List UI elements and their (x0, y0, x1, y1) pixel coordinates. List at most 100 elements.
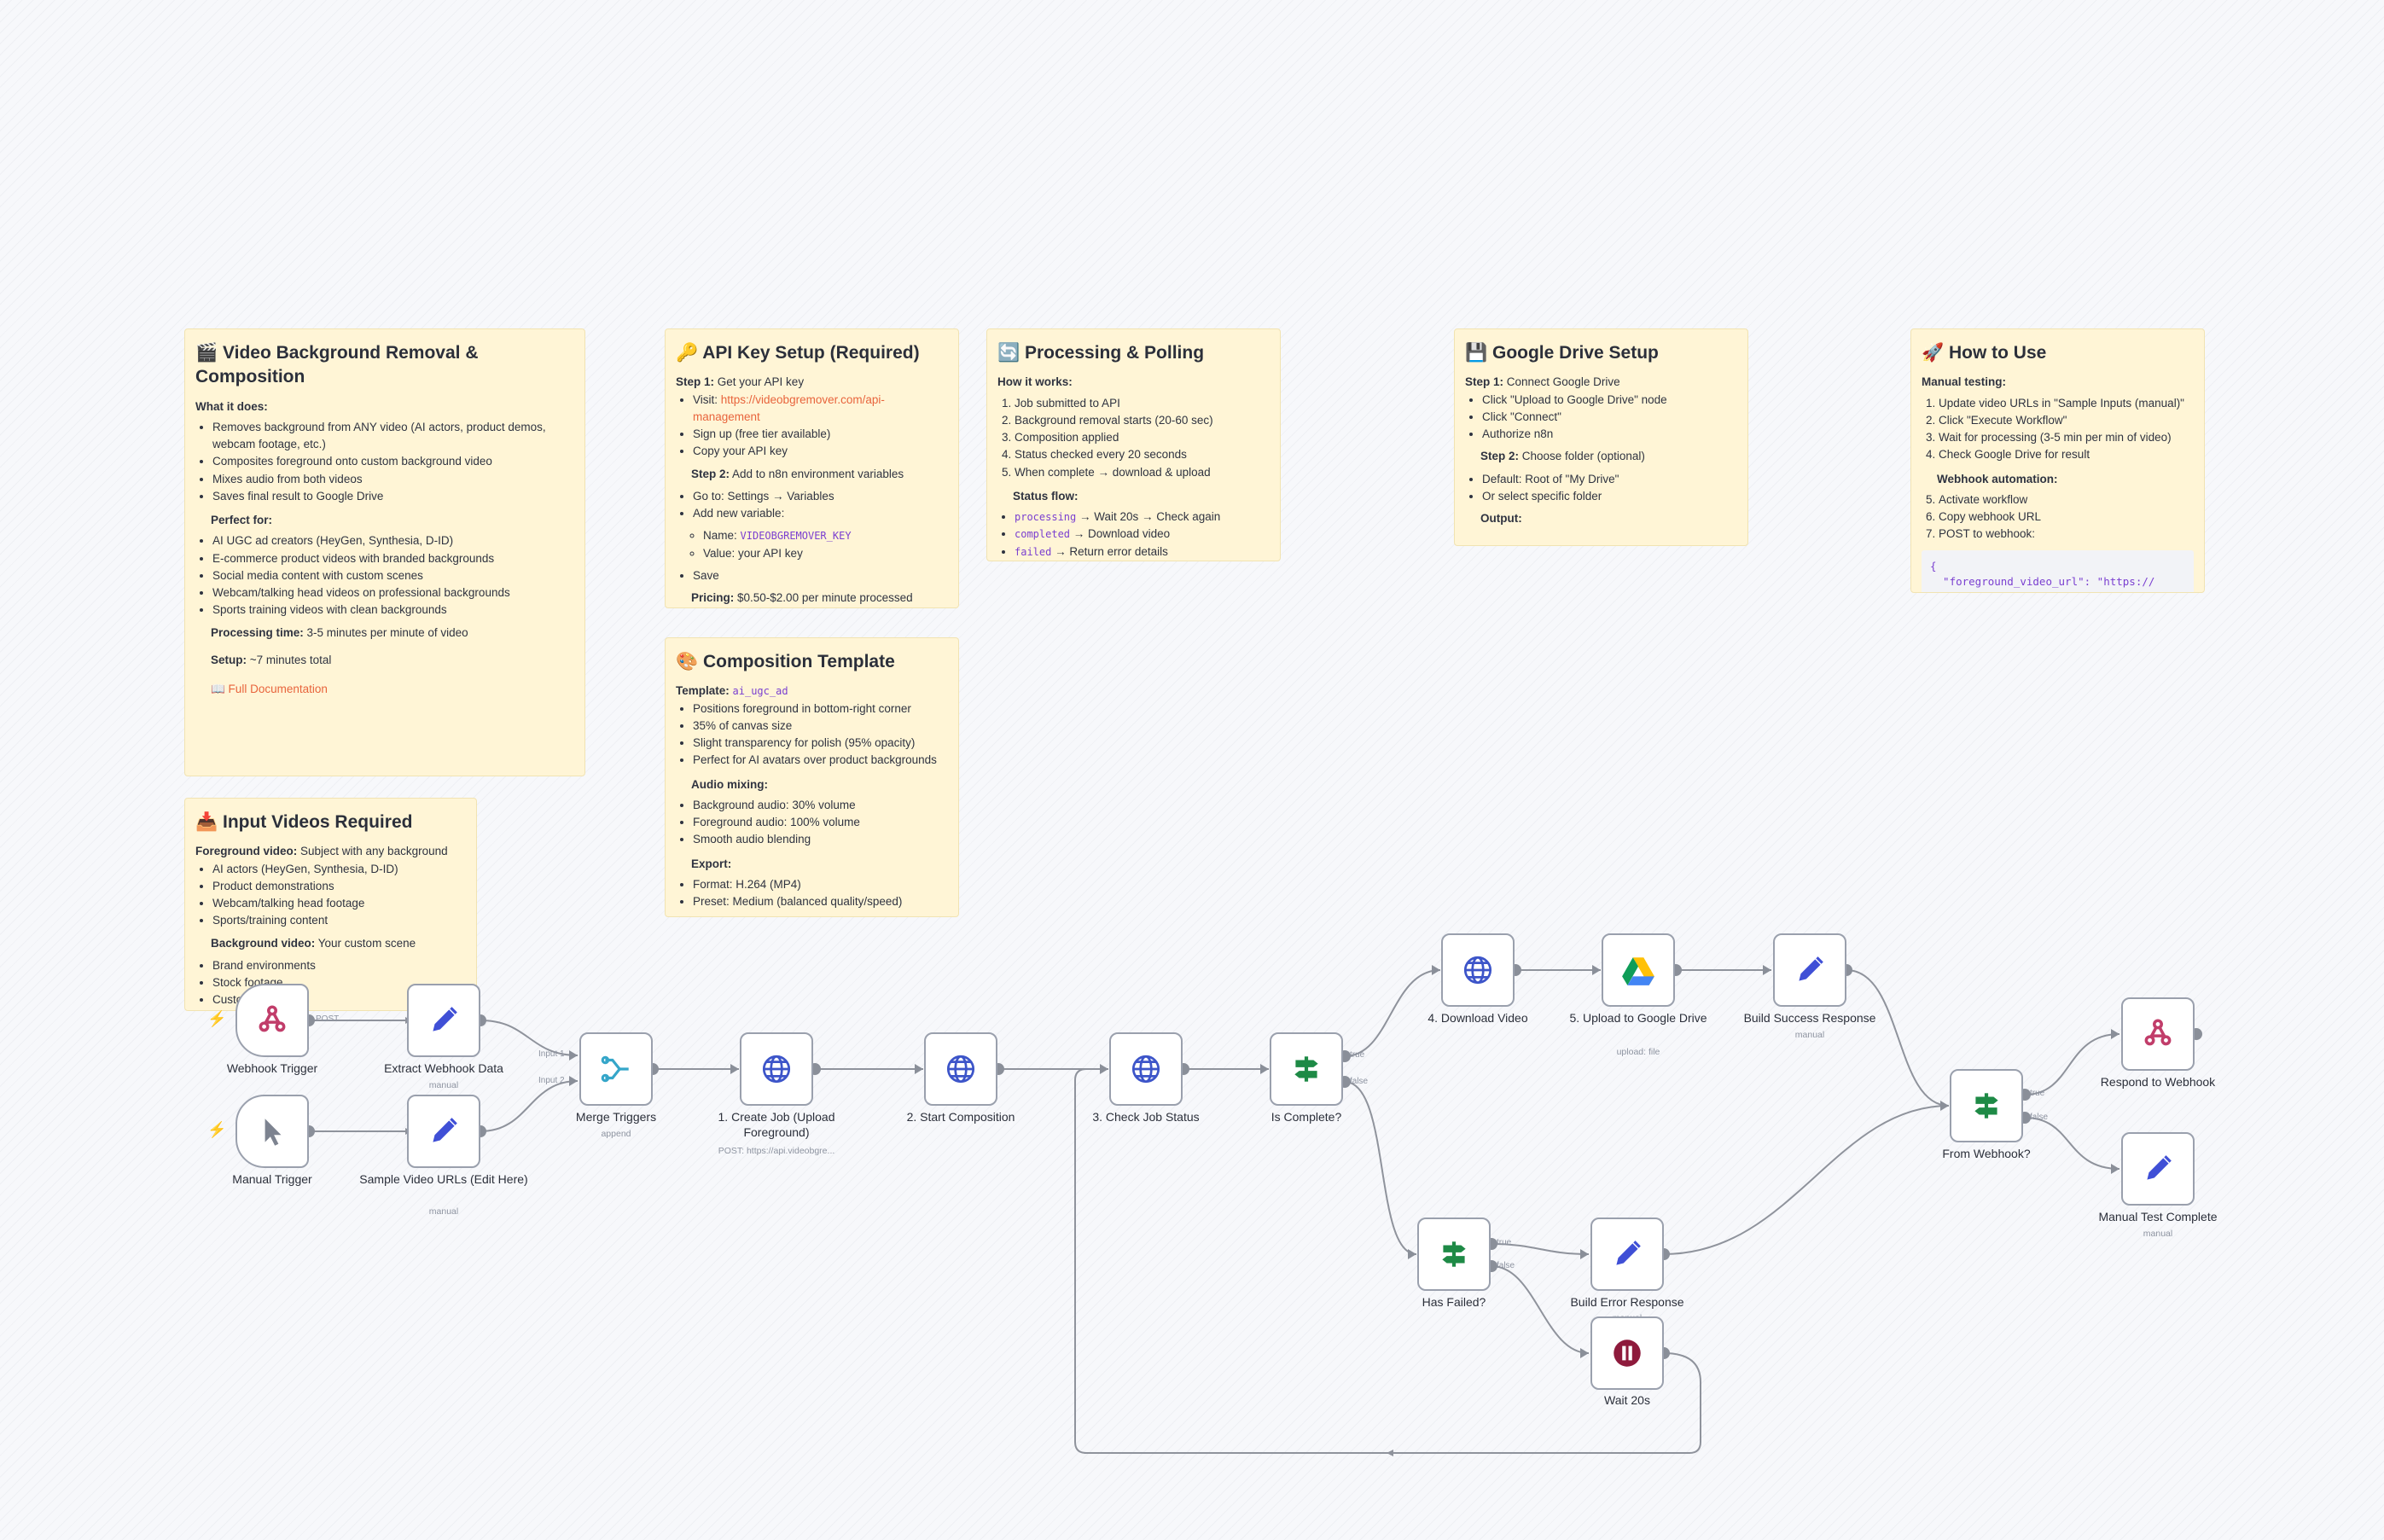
input-handle[interactable] (1580, 1348, 1589, 1358)
node-subtitle: POST: https://api.videobgre... (718, 1146, 835, 1156)
node-has-failed[interactable] (1417, 1217, 1491, 1291)
port-label: false (2030, 1113, 2049, 1122)
node-label: Webhook Trigger (226, 1061, 318, 1075)
foreground-list: AI actors (HeyGen, Synthesia, D-ID) Prod… (195, 861, 466, 930)
node-subtitle: append (601, 1129, 631, 1139)
list-item: Webcam/talking head footage (212, 895, 466, 912)
list-item: Add new variable: (693, 505, 948, 522)
input-handle[interactable] (2111, 1164, 2119, 1174)
node-subtitle: manual (1794, 1030, 1825, 1040)
node-label: From Webhook? (1942, 1147, 2031, 1160)
list-item: Saves final result to Google Drive (212, 488, 574, 505)
list-item: Copy your API key (693, 443, 948, 460)
api-management-link[interactable]: https://videobgremover.com/api-managemen… (693, 392, 885, 423)
node-manual-test-complete[interactable] (2121, 1132, 2195, 1206)
list-item: Webcam/talking head videos on profession… (212, 584, 574, 601)
list-item: Background audio: 30% volume (693, 797, 948, 814)
list-item: When complete → download & upload (1015, 464, 1270, 481)
node-extract-webhook-data[interactable] (407, 984, 480, 1057)
list-item: Positions foreground in bottom-right cor… (693, 700, 948, 718)
list-item: Status checked every 20 seconds (1015, 446, 1270, 463)
input-handle[interactable] (1592, 965, 1601, 975)
globe-icon (762, 1055, 791, 1084)
node-download-video[interactable] (1441, 933, 1515, 1007)
node-merge-triggers[interactable] (579, 1032, 653, 1106)
input-handle[interactable] (569, 1050, 578, 1061)
wire-true-download (1344, 969, 1441, 1057)
how-list: Job submitted to API Background removal … (997, 395, 1270, 481)
node-create-job[interactable] (740, 1032, 813, 1106)
template-list: Positions foreground in bottom-right cor… (676, 700, 948, 770)
node-label: 2. Start Composition (906, 1110, 1015, 1124)
list-item: Brand environments (212, 957, 466, 974)
trigger-bolt-icon: ⚡ (207, 1010, 227, 1027)
pause-icon (1614, 1340, 1641, 1367)
wire-sample-merge (480, 1080, 579, 1132)
node-sample-video-urls[interactable] (407, 1095, 480, 1168)
input-handle[interactable] (569, 1076, 578, 1086)
list-item: Composites foreground onto custom backgr… (212, 453, 574, 470)
input-handle[interactable] (1432, 965, 1440, 975)
note-how-to-use[interactable]: 🚀 How to Use Manual testing: Update vide… (1910, 328, 2205, 593)
step2: Step 2: Choose folder (optional) (1480, 450, 1645, 463)
step2-list: Go to: Settings → Variables Add new vari… (676, 488, 948, 523)
port-label: false (1497, 1261, 1515, 1270)
node-build-error-response[interactable] (1590, 1217, 1664, 1291)
input-handle[interactable] (2111, 1029, 2119, 1039)
node-check-job-status[interactable] (1109, 1032, 1183, 1106)
note-api-key[interactable]: 🔑 API Key Setup (Required) Step 1: Get y… (665, 328, 959, 608)
pencil-icon (1616, 1241, 1641, 1265)
input-handle[interactable] (1260, 1064, 1269, 1074)
list-item: Smooth audio blending (693, 831, 948, 848)
list-item: Default: Root of "My Drive" (1482, 471, 1737, 488)
list-item: Click "Upload to Google Drive" node (1482, 392, 1737, 409)
input-handle[interactable] (1580, 1249, 1589, 1259)
list-item: AI actors (HeyGen, Synthesia, D-ID) (212, 861, 466, 878)
node-webhook-trigger[interactable] (235, 984, 309, 1057)
input-handle[interactable] (1763, 965, 1771, 975)
node-wait-20s[interactable] (1590, 1316, 1664, 1390)
node-is-complete[interactable] (1270, 1032, 1343, 1106)
node-start-composition[interactable] (924, 1032, 997, 1106)
note-label: Audio mixing: (691, 777, 768, 791)
input-handle[interactable] (1408, 1249, 1416, 1259)
input-handle[interactable] (1940, 1101, 1949, 1111)
list-item: Click "Connect" (1482, 409, 1737, 426)
documentation-link[interactable]: 📖 Full Documentation (211, 683, 328, 696)
note-google-drive[interactable]: 💾 Google Drive Setup Step 1: Connect Goo… (1454, 328, 1748, 546)
node-from-webhook[interactable] (1950, 1069, 2023, 1142)
list-item: Composition applied (1015, 429, 1270, 446)
note-title: 🎬 Video Background Removal & Composition (195, 343, 479, 387)
note-input-videos[interactable]: 📥 Input Videos Required Foreground video… (184, 798, 477, 1011)
pricing: Pricing: $0.50-$2.00 per minute processe… (691, 591, 913, 605)
webhook-icon (2144, 1019, 2172, 1046)
input-handle[interactable] (1100, 1064, 1108, 1074)
list-item: Perfect for AI avatars over product back… (693, 752, 948, 769)
node-manual-trigger[interactable] (235, 1095, 309, 1168)
node-label: 1. Create Job (Upload Foreground) (718, 1110, 835, 1139)
node-respond-to-webhook[interactable] (2121, 997, 2195, 1071)
note-composition-template[interactable]: 🎨 Composition Template Template: ai_ugc_… (665, 637, 959, 917)
list-item: Format: H.264 (MP4) (693, 876, 948, 893)
list-item: Preset: Medium (balanced quality/speed) (693, 893, 948, 910)
list-item: Mixes audio from both videos (212, 471, 574, 488)
node-label: Merge Triggers (575, 1110, 657, 1124)
note-title: 🚀 How to Use (1922, 343, 2047, 363)
processing-time: Processing time: 3-5 minutes per minute … (211, 625, 468, 639)
port-label: Input 1 (538, 1049, 565, 1059)
note-processing-polling[interactable]: 🔄 Processing & Polling How it works: Job… (986, 328, 1281, 561)
step1: Step 1: Get your API key (676, 375, 805, 389)
globe-icon (1131, 1055, 1160, 1084)
pencil-icon (1799, 956, 1823, 981)
input-handle[interactable] (915, 1064, 923, 1074)
signpost-icon (1974, 1093, 1998, 1119)
background-desc: Background video: Your custom scene (211, 936, 416, 950)
list-item: Check Google Drive for result (1939, 446, 2194, 463)
node-upload-google-drive[interactable] (1602, 933, 1675, 1007)
node-build-success-response[interactable] (1773, 933, 1846, 1007)
what-list: Removes background from ANY video (AI ac… (195, 419, 574, 505)
input-handle[interactable] (730, 1064, 739, 1074)
note-overview[interactable]: 🎬 Video Background Removal & Composition… (184, 328, 585, 776)
